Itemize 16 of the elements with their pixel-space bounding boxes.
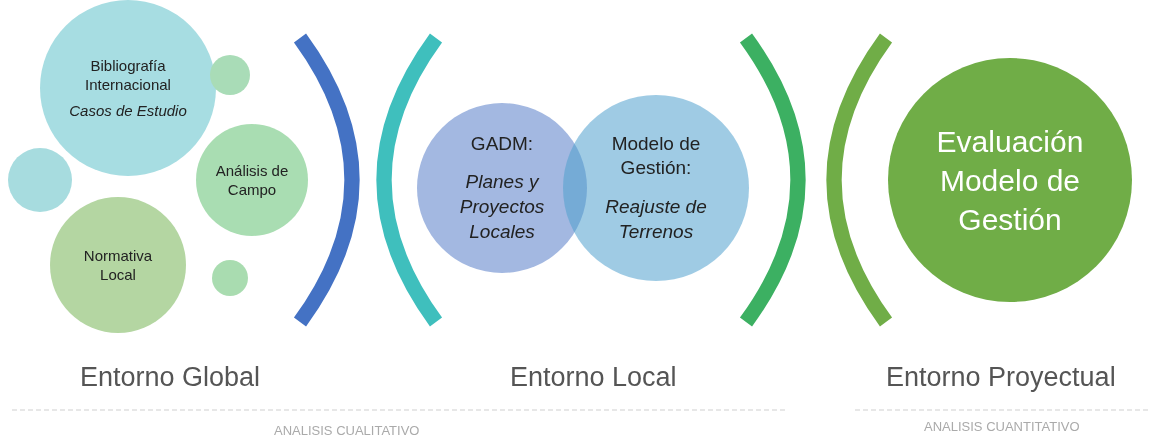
section-heading: Entorno Local [510,362,677,393]
node-subtitle: Casos de Estudio [68,100,188,121]
node-title: GADM: [469,131,535,156]
section-note: ANALISIS CUALITATIVO [274,423,420,438]
node-title: Modelo de Gestión: [610,131,702,181]
node-title: Evaluación Modelo de Gestión [935,123,1085,238]
node-subtitle: Planes y Proyectos Locales [458,170,546,244]
section-heading: Entorno Global [80,362,261,393]
small-circle [212,260,248,296]
section-heading: Entorno Proyectual [886,362,1116,393]
node-title: Bibliografía Internacional [84,55,172,95]
section-note: ANALISIS CUANTITATIVO [924,419,1080,434]
small-circle [210,55,250,95]
node-title: Normativa Local [82,245,154,285]
node-title: Análisis de Campo [214,160,290,200]
node-subtitle: Reajuste de Terrenos [604,195,708,244]
